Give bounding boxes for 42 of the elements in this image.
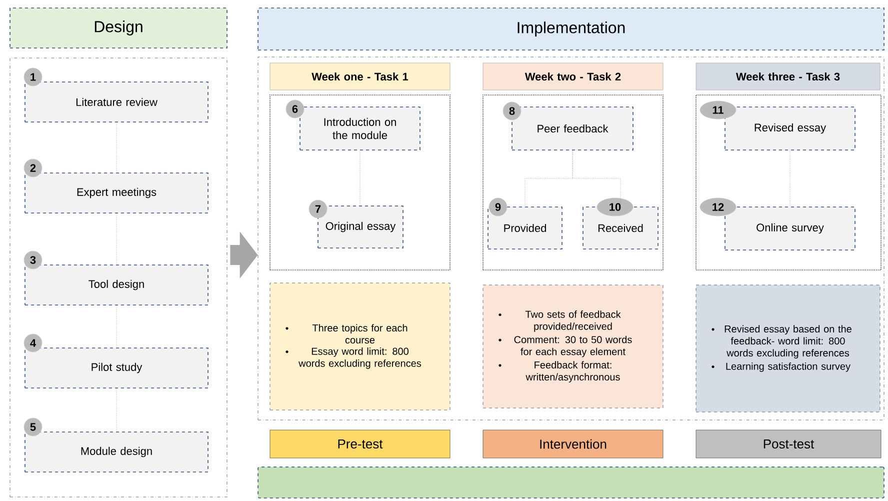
connector-line	[116, 305, 117, 348]
number-badge: 5	[24, 418, 42, 436]
task-frame	[270, 94, 450, 270]
number-badge: 10	[596, 198, 634, 216]
week-header: Week one - Task 1	[270, 62, 450, 90]
step-box: Tool design	[24, 264, 208, 306]
panel-frame	[10, 58, 228, 498]
bullet-list-box: Three topics for each course Essay word limit: 800 words excluding references	[270, 282, 450, 410]
bullet-list-box: Two sets of feedback provided/received Comment: 30 to 50 words for each essay element Feedback format: written/asynchronous	[482, 284, 664, 408]
step-box: Revised essay	[724, 106, 856, 150]
step-box: Online survey	[724, 206, 856, 250]
number-badge: 2	[24, 158, 42, 178]
panel-frame	[258, 56, 884, 420]
step-box: Module design	[24, 432, 208, 472]
task-frame	[696, 94, 882, 270]
number-badge: 11	[700, 100, 736, 120]
number-badge: 6	[286, 100, 304, 118]
phase-bar: Pre-test	[270, 430, 450, 458]
task-frame	[482, 94, 664, 270]
connector-line	[116, 122, 117, 173]
number-badge: 9	[488, 198, 508, 216]
number-badge: 12	[700, 198, 736, 216]
connector-line	[572, 150, 621, 207]
number-badge: 1	[24, 68, 42, 86]
step-box: Literature review	[24, 82, 208, 122]
number-badge: 4	[24, 334, 42, 352]
connector-line	[116, 388, 117, 432]
step-box: Pilot study	[24, 348, 208, 388]
phase-bar: Post-test	[696, 430, 882, 458]
step-box: Introduction on the module	[300, 106, 420, 150]
bullet-list-box: Revised essay based on the feedback- word limit: 800 words excluding references Learning satisfaction survey	[696, 284, 880, 412]
section-header: Implementation	[258, 8, 884, 50]
section-header: Design	[10, 8, 228, 48]
number-badge: 8	[502, 102, 522, 120]
phase-bar: Intervention	[482, 430, 664, 458]
week-header: Week two - Task 2	[482, 62, 664, 90]
number-badge: 7	[308, 200, 328, 218]
number-badge: 3	[24, 250, 42, 270]
step-box: Expert meetings	[24, 172, 208, 214]
week-header: Week three - Task 3	[696, 62, 880, 90]
context-bar	[258, 466, 884, 498]
connector-line	[116, 213, 117, 265]
